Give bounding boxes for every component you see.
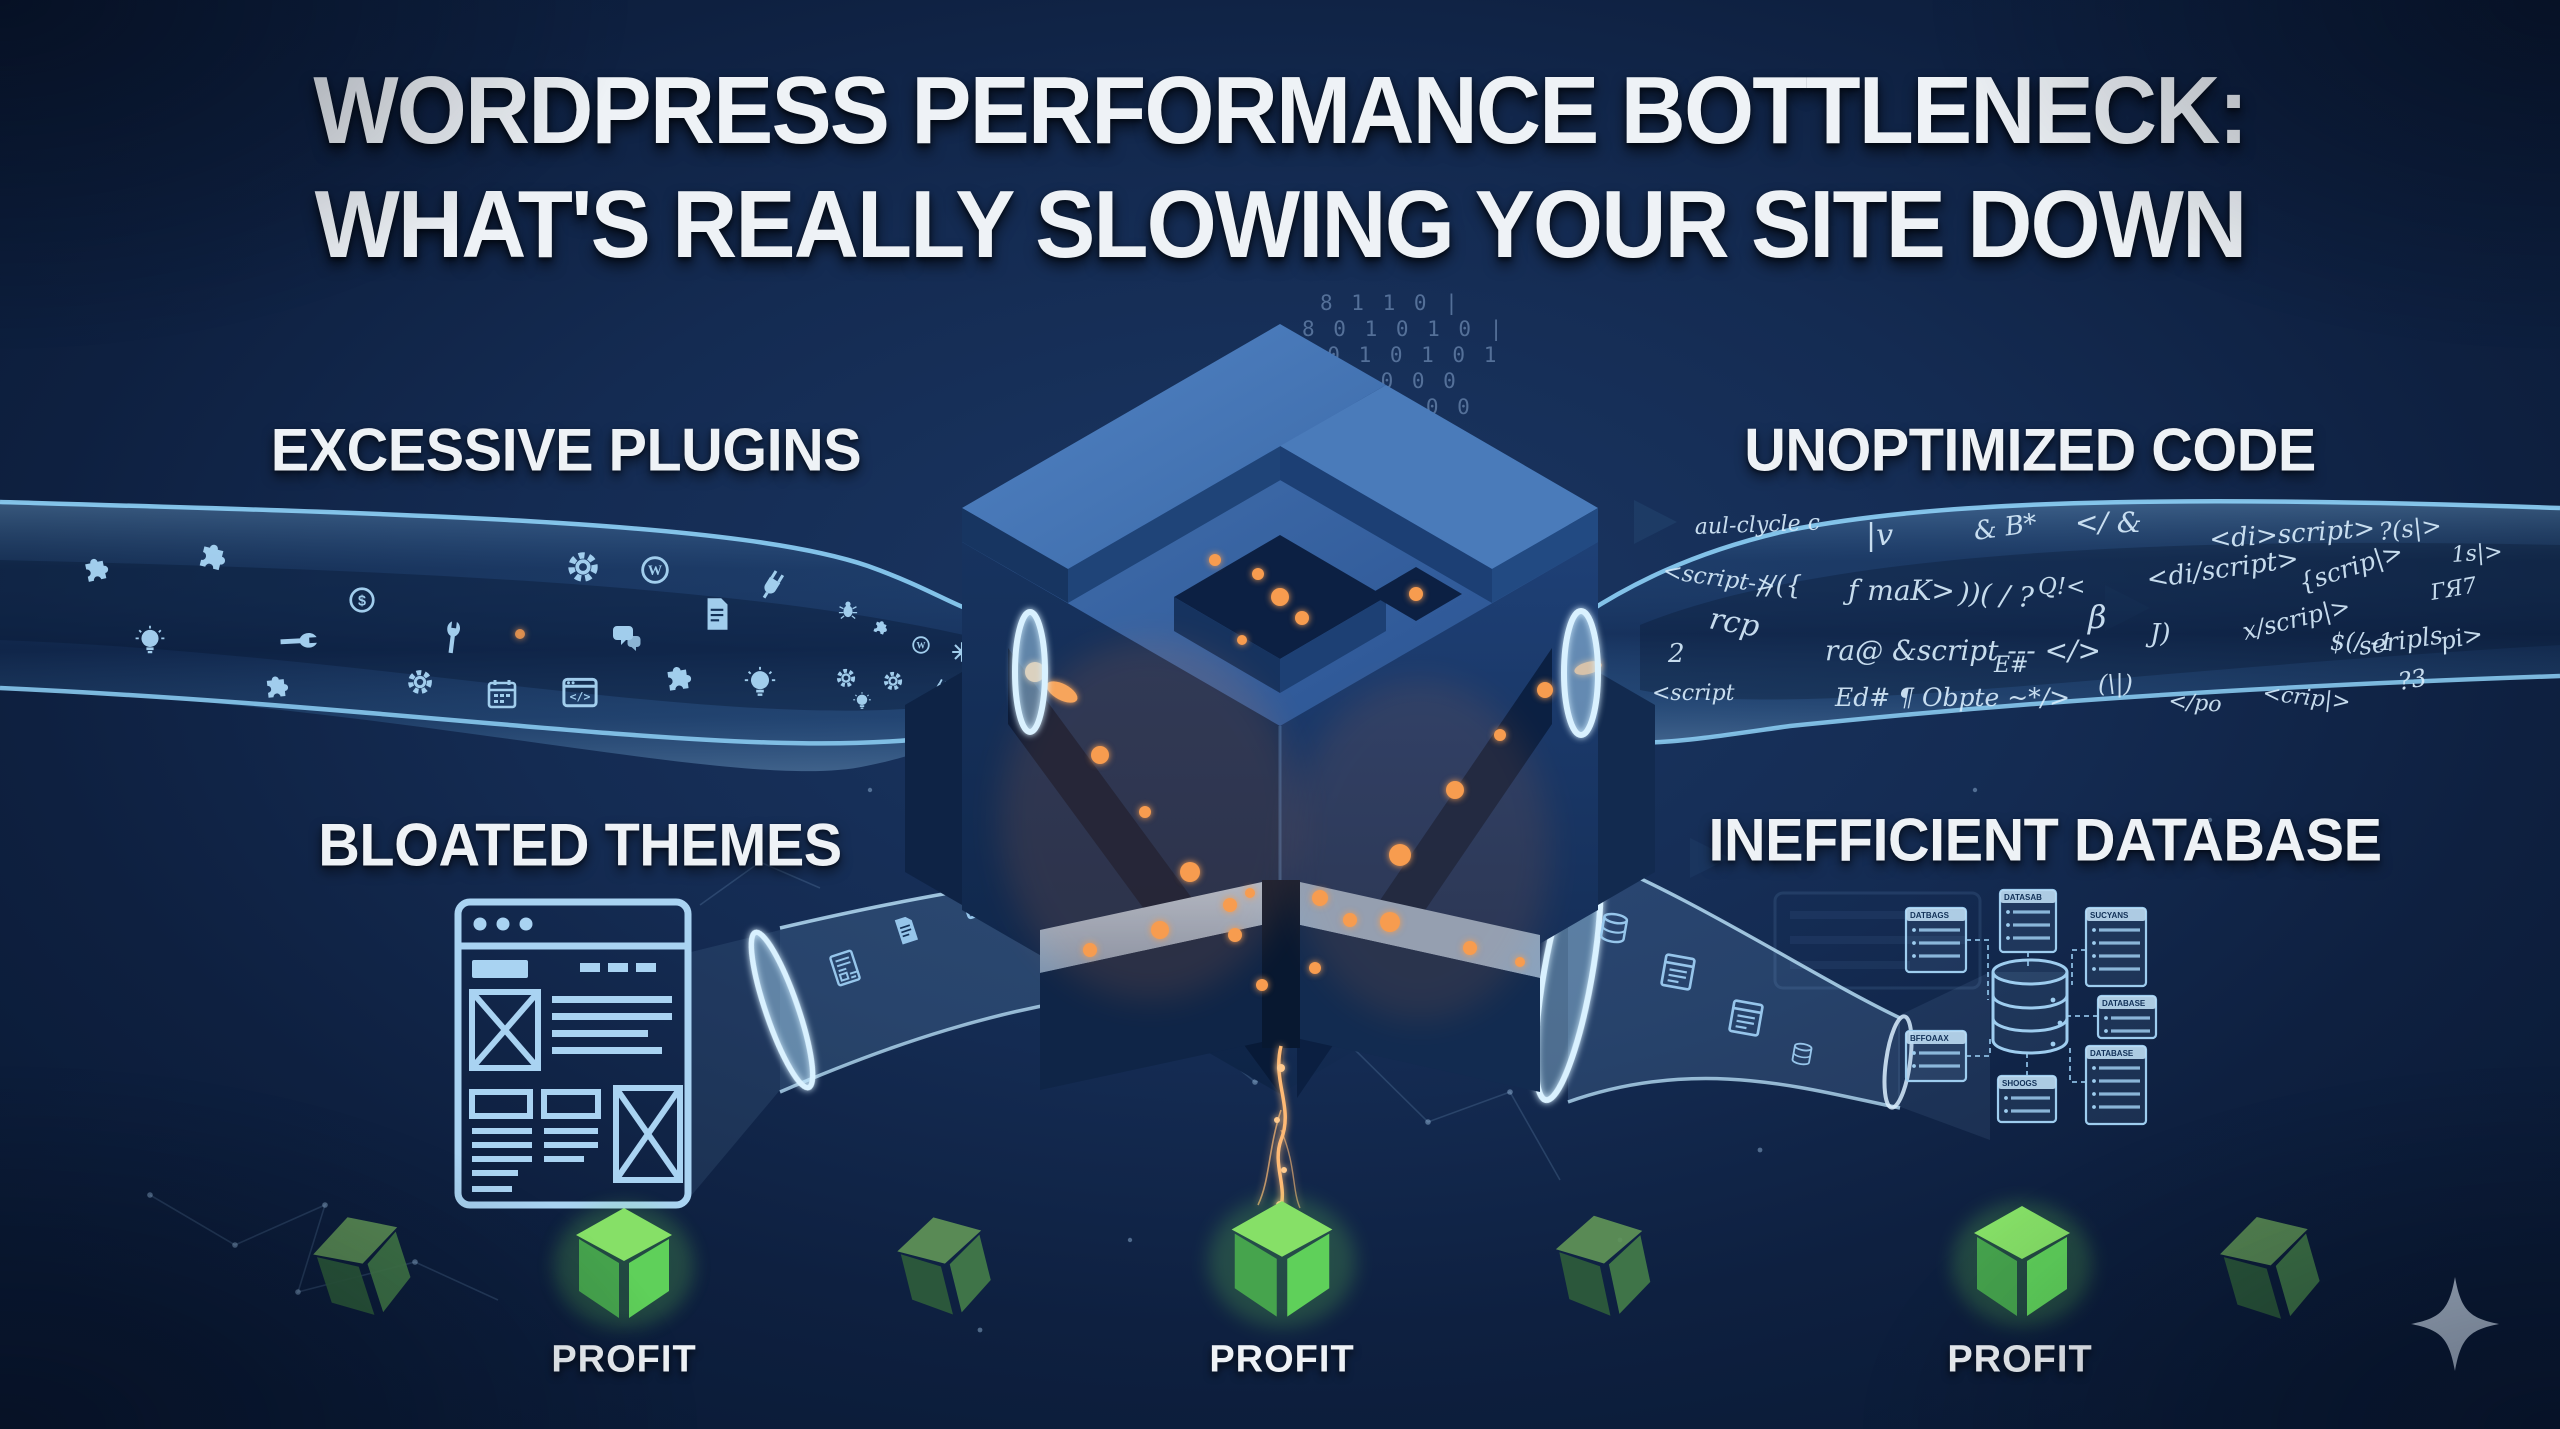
svg-text:β: β [2087, 598, 2107, 636]
svg-text:2: 2 [1667, 639, 1685, 669]
database-table-card: DATBAGS [1904, 906, 1968, 974]
profit-cube-dark [897, 1217, 991, 1315]
label-unoptimized-code: UNOPTIMIZED CODE [1744, 416, 2316, 484]
svg-text:DATABASE: DATABASE [2102, 999, 2146, 1008]
profit-cube-dark [1555, 1215, 1651, 1316]
svg-text:ra@ &script --- </>: ra@ &script --- </> [1825, 634, 2101, 667]
database-table-card: SUCYANS [2084, 906, 2148, 988]
label-bloated-themes: BLOATED THEMES [318, 811, 842, 879]
profit-cube-dark [313, 1217, 411, 1315]
svg-text:))( / ?: ))( / ? [1957, 576, 2036, 614]
svg-text:aul-clycle c: aul-clycle c [1694, 511, 1820, 540]
svg-text:DATBAGS: DATBAGS [1910, 911, 1950, 920]
database-table-card: SHOOGS [1996, 1074, 2058, 1124]
profit-label: PROFIT [1947, 1338, 2093, 1381]
svg-text:DATABASE: DATABASE [2090, 1049, 2134, 1058]
profit-cube-dark [2220, 1217, 2320, 1319]
svg-text:$(/ -1: $(/ -1 [2330, 628, 2394, 656]
svg-text:?3: ?3 [2396, 663, 2429, 695]
database-table-card: BFFOAAX [1904, 1029, 1968, 1083]
svg-text:Ed# ¶ Obpte ~*/>: Ed# ¶ Obpte ~*/> [1834, 683, 2070, 712]
sparkle-icon [2411, 1277, 2499, 1371]
molten-flow [515, 554, 1602, 1211]
svg-text:8 0 1 0 1 0 |: 8 0 1 0 1 0 | [1302, 317, 1505, 342]
title-line-2: WHAT'S REALLY SLOWING YOUR SITE DOWN [314, 171, 2248, 278]
svg-text:(\|): (\|) [2098, 670, 2133, 699]
profit-label: PROFIT [551, 1338, 697, 1381]
database-table-card: DATABASE [2096, 994, 2158, 1040]
label-inefficient-database: INEFFICIENT DATABASE [1708, 806, 2382, 874]
svg-text:</ &: </ & [2075, 506, 2142, 539]
document-icon [706, 597, 729, 631]
svg-text:SHOOGS: SHOOGS [2002, 1079, 2038, 1088]
svg-text:</po: </po [2168, 689, 2223, 718]
title-line-1: WORDPRESS PERFORMANCE BOTTLENECK: [313, 57, 2248, 164]
profit-cube-bright [1208, 1196, 1356, 1328]
svg-text:<script: <script [1652, 681, 1735, 706]
database-cylinder-icon [1991, 958, 2069, 1055]
profit-label: PROFIT [1209, 1338, 1355, 1381]
svg-text:BFFOAAX: BFFOAAX [1910, 1034, 1949, 1043]
browser-wireframe-icon [454, 898, 692, 1209]
svg-text://({: //({ [1755, 571, 1802, 601]
svg-text:DATASAB: DATASAB [2004, 893, 2042, 902]
profit-cube-bright [1952, 1202, 2092, 1326]
database-schema-diagram: DATBAGS DATASAB SUCYANS DATABASE BFFOAAX SHOO… [1904, 888, 2158, 1126]
profit-cubes [313, 1196, 2320, 1328]
svg-text:rcp: rcp [1707, 601, 1763, 644]
code-funnel: aul-clycle c|v& B*</ &<di>script>?(s|>1s… [1583, 499, 2560, 745]
svg-text:|v: |v [1866, 518, 1893, 553]
svg-text:8 1 1 0 |: 8 1 1 0 | [1320, 291, 1461, 316]
svg-text:SUCYANS: SUCYANS [2090, 911, 2129, 920]
funnel-rings [1012, 608, 1601, 738]
svg-text:ƒ maK>: ƒ maK> [1842, 574, 1955, 607]
svg-text:E#: E# [1993, 653, 2029, 678]
profit-cube-bright [554, 1204, 694, 1328]
svg-text:1s|>: 1s|> [2451, 539, 2504, 568]
label-excessive-plugins: EXCESSIVE PLUGINS [270, 416, 862, 484]
database-table-card: DATABASE [2084, 1044, 2148, 1126]
plugins-funnel [0, 499, 991, 772]
svg-text:J): J) [2145, 619, 2171, 649]
database-table-card: DATASAB [1998, 888, 2058, 954]
svg-text:Q!<: Q!< [2038, 574, 2085, 600]
